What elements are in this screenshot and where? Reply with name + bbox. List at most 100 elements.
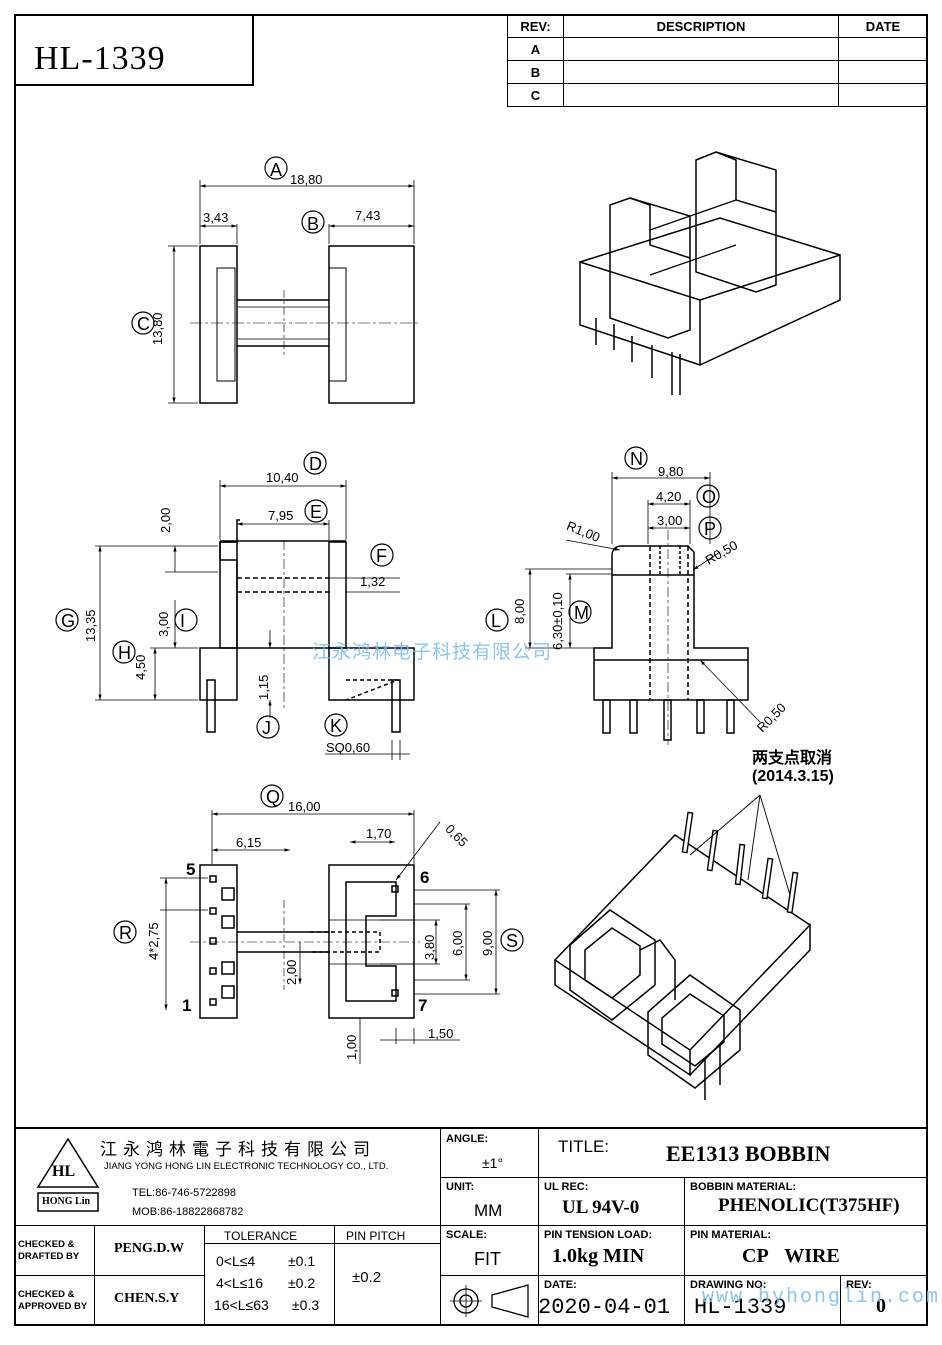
dim-s: 9,00 <box>480 930 495 956</box>
date-label: DATE: <box>544 1279 577 1291</box>
date-value: 2020-04-01 <box>538 1295 671 1320</box>
dim-p: 3,00 <box>657 513 683 528</box>
callout-circles <box>55 156 722 952</box>
pin-6: 6 <box>420 868 430 887</box>
letter-f: F <box>376 546 387 566</box>
dim-k: SQ0,60 <box>326 740 371 755</box>
description-header: DESCRIPTION <box>563 14 839 38</box>
letter-n: N <box>630 449 643 469</box>
scale-label: SCALE: <box>446 1229 487 1241</box>
dim-f: 1,32 <box>360 574 386 589</box>
dim-c: 13,80 <box>150 312 165 345</box>
unit-label: UNIT: <box>446 1181 475 1193</box>
pin-pitch-label: PIN PITCH <box>346 1229 406 1243</box>
projection-symbol <box>450 1284 529 1318</box>
isometric-top-view <box>579 151 841 395</box>
letter-d: D <box>309 454 322 474</box>
angle-label: ANGLE: <box>446 1133 489 1145</box>
pin-pitch-value: ±0.2 <box>352 1269 382 1286</box>
pin-tension-label: PIN TENSION LOAD: <box>544 1229 653 1241</box>
dim-w1: 6,15 <box>236 835 262 850</box>
company-mob: MOB:86-18822868782 <box>132 1206 244 1218</box>
drawing-code-box <box>14 14 254 86</box>
drawing-no-label: DRAWING NO: <box>690 1279 767 1291</box>
rev-label: REV: <box>846 1279 872 1291</box>
tolerance-range-3: 16<L≤63 <box>214 1297 269 1313</box>
dim-i: 3,00 <box>156 611 171 637</box>
dim-r: 4*2,75 <box>146 922 161 960</box>
dim-b2: 1,50 <box>428 1026 454 1041</box>
tolerance-value-2: ±0.2 <box>288 1275 316 1291</box>
drawing-code: HL-1339 <box>34 40 166 77</box>
watermark-center: 江永鸿林电子科技有限公司 <box>312 642 553 663</box>
company-logo <box>36 1137 100 1212</box>
pin-material-value: CP WIRE <box>742 1245 840 1267</box>
pin-5: 5 <box>186 860 196 879</box>
revision-table: REV: DESCRIPTION DATE A B C <box>507 14 928 107</box>
dim-l: 8,00 <box>512 598 527 624</box>
pin-1: 1 <box>182 996 192 1015</box>
ul-rec-value: UL 94V-0 <box>562 1197 640 1218</box>
dim-n: 9,80 <box>658 464 684 479</box>
unit-value: MM <box>474 1201 503 1220</box>
letter-q: Q <box>266 787 281 807</box>
technical-drawing <box>55 151 841 1100</box>
checked-approved-label-2: APPROVED BY <box>18 1301 88 1312</box>
title-label: TITLE: <box>558 1137 610 1156</box>
dim-o: 4,20 <box>656 489 682 504</box>
front-view <box>95 480 415 760</box>
letter-h: H <box>118 643 131 663</box>
bobbin-material-label: BOBBIN MATERIAL: <box>690 1181 797 1193</box>
rev-row-a: A <box>507 37 564 61</box>
dim-j: 1,15 <box>256 674 271 700</box>
dim-h3: 2,00 <box>284 959 299 985</box>
ul-rec-label: UL REC: <box>544 1181 589 1193</box>
date-header: DATE <box>838 14 928 38</box>
letter-s: S <box>506 931 519 951</box>
tolerance-label: TOLERANCE <box>224 1229 298 1243</box>
letter-e: E <box>310 502 323 522</box>
dim-front-top: 2,00 <box>158 507 173 533</box>
rev-row-c: C <box>507 83 564 107</box>
letter-r: R <box>119 923 132 943</box>
title-block: HL HONG Lin 江永鸿林電子科技有限公司 JIANG YONG HONG… <box>14 1127 928 1326</box>
pin-7: 7 <box>418 996 428 1015</box>
letter-k: K <box>330 716 343 736</box>
dim-a: 18,80 <box>290 172 323 187</box>
letter-o: O <box>702 487 717 507</box>
tolerance-range-2: 4<L≤16 <box>216 1275 264 1291</box>
note-line2: (2014.3.15) <box>752 768 834 785</box>
angle-value: ±1° <box>482 1155 504 1171</box>
pin-tension-value: 1.0kg MIN <box>552 1245 645 1267</box>
dim-b1: 1,00 <box>344 1034 359 1060</box>
checked-drafted-label-1: CHECKED & <box>18 1239 75 1250</box>
letter-g: G <box>61 611 76 631</box>
letter-c: C <box>137 314 150 334</box>
letter-a: A <box>270 160 283 180</box>
letter-j: J <box>262 718 271 738</box>
dim-b: 7,43 <box>355 208 381 223</box>
approved-by: CHEN.S.Y <box>114 1291 180 1306</box>
letter-i: I <box>180 611 186 631</box>
letter-l: L <box>491 611 502 631</box>
letter-b: B <box>307 214 320 234</box>
tolerance-value-1: ±0.1 <box>288 1253 316 1269</box>
pin-material-label: PIN MATERIAL: <box>690 1229 772 1241</box>
drawing-no-value: HL-1339 <box>694 1295 787 1320</box>
bottom-view <box>160 810 500 1064</box>
side-view <box>525 472 761 745</box>
isometric-bottom-view <box>554 794 811 1100</box>
tolerance-range-1: 0<L≤4 <box>216 1253 256 1269</box>
dim-e: 7,95 <box>268 508 294 523</box>
tolerance-value-3: ±0.3 <box>292 1297 320 1313</box>
dim-h2: 3,80 <box>422 934 437 960</box>
drawing-frame <box>14 14 928 1326</box>
rev-value: 0 <box>876 1295 886 1317</box>
dim-d: 10,40 <box>266 470 299 485</box>
logo-initials: HL <box>52 1163 76 1180</box>
scale-value: FIT <box>474 1249 501 1269</box>
checked-approved-label-1: CHECKED & <box>18 1289 75 1300</box>
dim-m: 6,30±0,10 <box>550 592 565 650</box>
company-name-cn: 江永鸿林電子科技有限公司 <box>100 1140 376 1159</box>
dim-g: 13,35 <box>83 609 98 642</box>
